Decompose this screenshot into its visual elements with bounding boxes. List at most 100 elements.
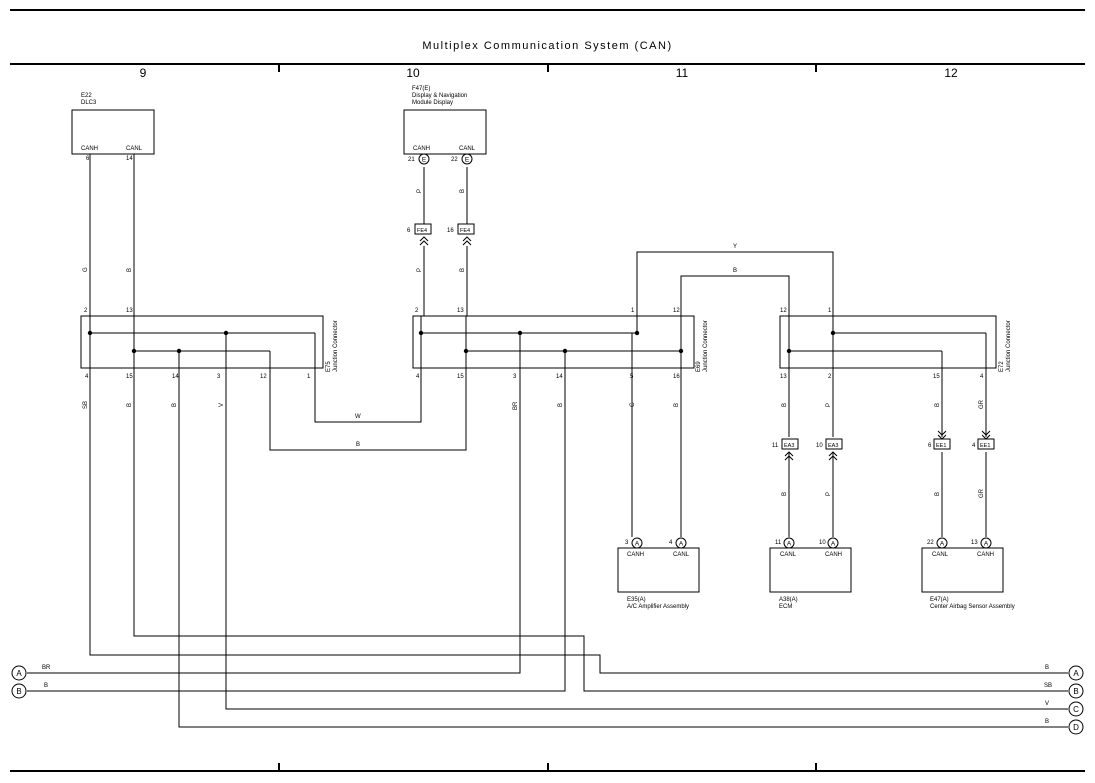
inline-connector-pin: 6 — [928, 443, 932, 449]
ecm-code: A38(A) — [779, 597, 798, 603]
connector-letter: A — [679, 541, 684, 548]
e69-pin-number: 15 — [457, 374, 464, 380]
dlc3-name: DLC3 — [81, 100, 97, 106]
e72-pin-number: 4 — [980, 374, 984, 380]
e72-pin-number: 13 — [780, 374, 787, 380]
e69-pin-number: 16 — [673, 374, 680, 380]
column-ticks — [278, 64, 817, 771]
wire-color-label: BR — [513, 401, 519, 410]
wire-color-label: P — [826, 492, 832, 496]
wire-color-label: B — [935, 403, 941, 407]
wire-color-label: BR — [42, 665, 51, 671]
offpage-connector-a: A — [16, 669, 22, 678]
wire-color-label: G — [630, 402, 636, 407]
e75-pin-number: 2 — [84, 308, 88, 314]
pin-connector-circles — [418, 153, 992, 549]
dlc3-code: E22 — [81, 93, 92, 99]
offpage-circles — [11, 665, 1084, 735]
wire-color-label: B — [1045, 719, 1049, 725]
airbag-pin-label: CANH — [977, 552, 994, 558]
ac-name: A/C Amplifier Assembly — [627, 604, 689, 610]
offpage-connector-a: A — [1073, 669, 1079, 678]
e75-pin-number: 12 — [260, 374, 267, 380]
wire-color-label: B — [460, 268, 466, 272]
junction-e72-code: E72 — [999, 361, 1005, 372]
e75-pin-number: 13 — [126, 308, 133, 314]
wire-color-label: B — [127, 403, 133, 407]
junction-e72-box — [779, 315, 997, 369]
wire-color-label: V — [219, 403, 225, 407]
dlc3-pin-number: 6 — [86, 156, 90, 162]
ac-pin-label: CANH — [627, 552, 644, 558]
inline-connector-pin: 6 — [407, 228, 411, 234]
e69-pin-number: 5 — [630, 374, 634, 380]
e69-pin-number: 14 — [556, 374, 563, 380]
wire-color-label: Y — [733, 244, 737, 250]
e75-pin-number: 3 — [217, 374, 221, 380]
diagram-title: Multiplex Communication System (CAN) — [422, 40, 673, 52]
ac-pin-number: 3 — [625, 540, 629, 546]
ac-pin-number: 4 — [669, 540, 673, 546]
ac-pin-label: CANL — [673, 552, 690, 558]
e72-pin-number: 1 — [828, 308, 832, 314]
e69-pin-number: 2 — [415, 308, 419, 314]
wire-color-label: B — [782, 492, 788, 496]
e69-pin-number: 13 — [457, 308, 464, 314]
e72-pin-number: 15 — [933, 374, 940, 380]
e72-pin-number: 2 — [828, 374, 832, 380]
wire-color-label: B — [674, 403, 680, 407]
connector-letter: A — [940, 541, 945, 548]
wire-color-label: SB — [1044, 683, 1052, 689]
ecm-pin-number: 11 — [775, 540, 782, 546]
nav-pin-number: 21 — [408, 157, 415, 163]
wire-color-label: B — [460, 189, 466, 193]
e69-pin-number: 1 — [631, 308, 635, 314]
inline-connector-pin: 11 — [772, 443, 779, 449]
e69-pin-number: 4 — [416, 374, 420, 380]
wire-color-label: B — [356, 442, 360, 448]
nav-display-code: F47(E) — [412, 86, 430, 92]
ecm-pin-label: CANL — [780, 552, 797, 558]
wire-color-label: W — [355, 414, 361, 420]
column-11-label: 11 — [676, 66, 689, 80]
ecm-name: ECM — [779, 604, 792, 610]
e75-pin-number: 4 — [85, 374, 89, 380]
junction-e69-name: Junction Connector — [703, 320, 709, 372]
wire-color-label: GR — [979, 488, 985, 498]
junction-e72-name: Junction Connector — [1006, 320, 1012, 372]
wire-color-label: B — [558, 403, 564, 407]
wire-color-label: P — [417, 189, 423, 193]
ac-code: E35(A) — [627, 597, 646, 603]
airbag-pin-number: 22 — [927, 540, 934, 546]
e75-pin-number: 1 — [307, 374, 311, 380]
wire-color-label: V — [1045, 701, 1049, 707]
airbag-code: E47(A) — [930, 597, 949, 603]
offpage-connector-b: B — [1073, 687, 1078, 696]
inline-connector-pin: 16 — [447, 228, 454, 234]
wire-color-label: B — [127, 268, 133, 272]
column-10-label: 10 — [406, 66, 420, 80]
inline-connector-code: EA3 — [828, 443, 838, 449]
junction-e75-code: E75 — [326, 361, 332, 372]
inline-connector-code: FE4 — [417, 228, 427, 234]
wire-color-label: P — [417, 268, 423, 272]
wire-color-label: B — [733, 268, 737, 274]
connector-letter: A — [787, 541, 792, 548]
connector-letter: A — [635, 541, 640, 548]
airbag-sensor-box — [921, 547, 1004, 593]
column-9-label: 9 — [140, 66, 147, 80]
offpage-connector-c: C — [1073, 705, 1079, 714]
wire-color-label: GR — [979, 399, 985, 409]
e69-pin-number: 12 — [673, 308, 680, 314]
ecm-pin-label: CANH — [825, 552, 842, 558]
connector-letter: E — [465, 157, 470, 164]
wire-color-label: B — [782, 403, 788, 407]
nav-display-name: Display & Navigation — [412, 93, 467, 99]
e69-pin-number: 3 — [513, 374, 517, 380]
offpage-connector-d: D — [1073, 723, 1079, 732]
nav-pin-number: 22 — [451, 157, 458, 163]
airbag-pin-label: CANL — [932, 552, 949, 558]
wire-color-label: SB — [83, 401, 89, 409]
airbag-name: Center Airbag Sensor Assembly — [930, 604, 1015, 610]
inline-connector-code: EA3 — [784, 443, 794, 449]
